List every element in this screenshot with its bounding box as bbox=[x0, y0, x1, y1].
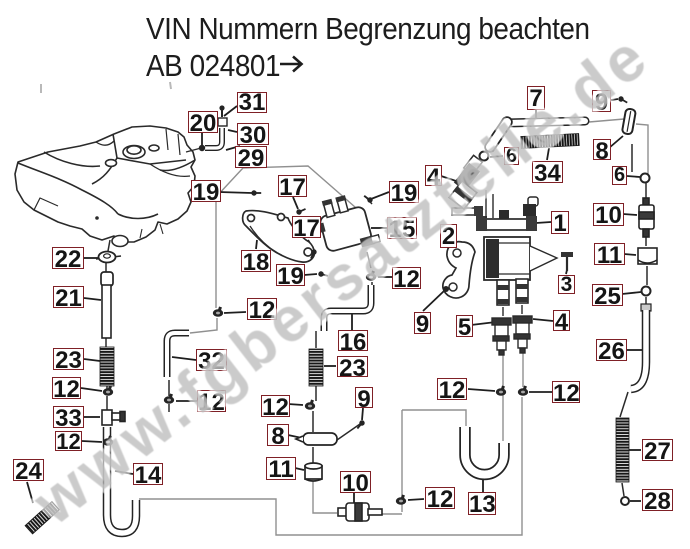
svg-text:www.fgbersatzteile.de: www.fgbersatzteile.de bbox=[20, 20, 663, 539]
